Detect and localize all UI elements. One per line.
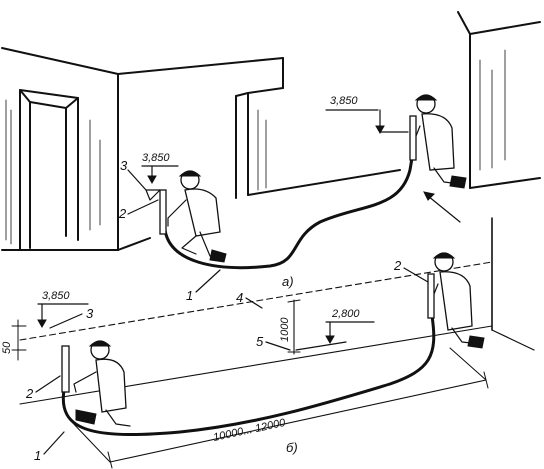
level-label-a-right: 3,850 [330, 95, 358, 107]
dim-50-label: 50 [1, 341, 13, 354]
level-2800: 2,800 [295, 308, 375, 351]
callout-5: 5 [256, 334, 264, 349]
wall-mark-left: 3,850 3 [120, 152, 179, 201]
worker-a-left [159, 170, 227, 263]
dim-length: 10000... 12000 [69, 347, 489, 469]
room-walls [1, 11, 541, 251]
wall-shading [5, 49, 506, 245]
sight-line-4 [19, 261, 493, 341]
level-label-b: 3,850 [42, 290, 70, 302]
reference-line [19, 325, 493, 405]
callout-2-b-left: 2 [25, 386, 34, 401]
callout-1-a: 1 [186, 288, 193, 303]
callout-2-b-right: 2 [393, 258, 402, 273]
dim-1000: 1000 [279, 299, 301, 355]
callout-3-a: 3 [120, 158, 128, 173]
dim-1000-label: 1000 [279, 317, 291, 342]
worker-b-left [61, 340, 131, 427]
worker-b-right [427, 252, 485, 349]
hose-a [163, 136, 415, 270]
wall-mark-right: 3,850 [325, 95, 409, 135]
mark-b-left: 3,850 3 [37, 290, 94, 329]
level-label-a-left: 3,850 [142, 152, 170, 164]
callout-1-b: 1 [34, 448, 41, 463]
hose-b [61, 314, 436, 437]
worker-a-right [409, 94, 467, 189]
dim-50: 50 [1, 319, 27, 361]
callout-4: 4 [236, 290, 243, 305]
subfig-b-label: б) [286, 440, 298, 455]
callout-2-a: 2 [118, 206, 127, 221]
callout-3-b: 3 [86, 306, 94, 321]
level-2800-label: 2,800 [331, 308, 360, 320]
subfig-a-label: а) [282, 274, 294, 289]
